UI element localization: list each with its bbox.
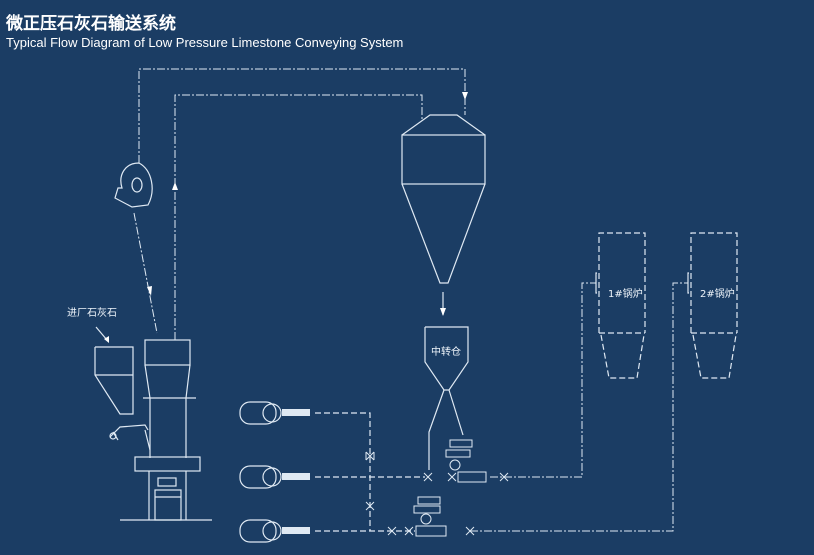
limestone-in-arrow — [95, 326, 109, 343]
boiler-2-label: 2#锅炉 — [700, 288, 735, 300]
blower-3 — [239, 519, 310, 543]
fan-to-mill-line — [133, 212, 158, 334]
boiler-1-label: 1#锅炉 — [608, 288, 643, 300]
conveying-pipes — [315, 282, 688, 532]
air-return-line — [138, 68, 468, 340]
intermediate-bin — [424, 326, 469, 470]
title-english: Typical Flow Diagram of Low Pressure Lim… — [6, 35, 404, 50]
title-chinese: 微正压石灰石输送系统 — [6, 14, 176, 34]
boiler-1 — [595, 232, 646, 379]
limestone-in-label: 进厂石灰石 — [67, 306, 117, 319]
blower-1 — [239, 401, 310, 425]
intermediate-bin-label: 中转仓 — [431, 345, 461, 358]
limestone-hopper — [94, 346, 151, 451]
mill — [120, 339, 212, 521]
boiler-2 — [687, 232, 738, 379]
valves — [365, 439, 509, 537]
fan-icon — [114, 162, 153, 208]
cyclone-separator — [401, 114, 486, 316]
blower-2 — [239, 465, 310, 489]
